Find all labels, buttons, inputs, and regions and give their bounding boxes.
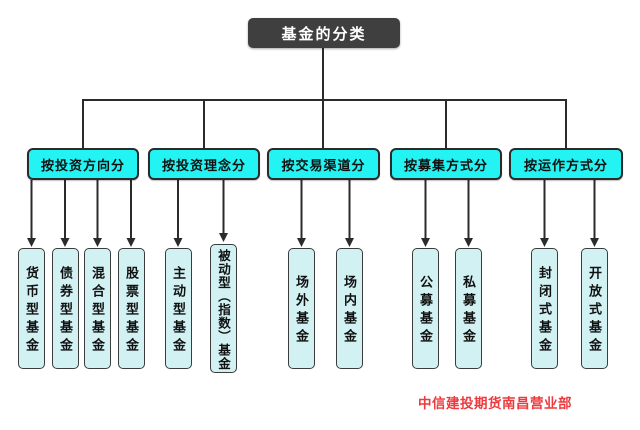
leaf-node-stock-fund: 股票型基金 — [118, 248, 145, 369]
leaf-node-open-end-fund: 开放式基金 — [581, 248, 608, 369]
category-node-investment-direction: 按投资方向分 — [27, 148, 139, 180]
category-node-trading-channel: 按交易渠道分 — [267, 148, 380, 180]
category-node-fundraising-method: 按募集方式分 — [390, 148, 502, 180]
leaf-node-private-offering-fund: 私募基金 — [455, 248, 482, 369]
leaf-node-hybrid-fund: 混合型基金 — [84, 248, 111, 369]
leaf-node-exchange-fund: 场内基金 — [336, 248, 363, 369]
root-node-fund-classification: 基金的分类 — [248, 18, 400, 48]
leaf-node-currency-fund: 货币型基金 — [18, 248, 45, 369]
leaf-node-active-fund: 主动型基金 — [165, 248, 192, 369]
category-to-leaf-arrows — [27, 180, 599, 247]
leaf-node-otc-fund: 场外基金 — [288, 248, 315, 369]
leaf-node-public-offering-fund: 公募基金 — [412, 248, 439, 369]
leaf-node-bond-fund: 债券型基金 — [52, 248, 79, 369]
leaf-node-passive-index-fund: 被动型（指数）基金 — [210, 244, 237, 373]
leaf-node-closed-end-fund: 封闭式基金 — [531, 248, 558, 369]
watermark-text: 中信建投期货南昌营业部 — [418, 396, 572, 411]
category-node-operation-method: 按运作方式分 — [509, 148, 623, 180]
category-node-investment-philosophy: 按投资理念分 — [148, 148, 260, 180]
root-to-categories-connector — [82, 48, 567, 150]
